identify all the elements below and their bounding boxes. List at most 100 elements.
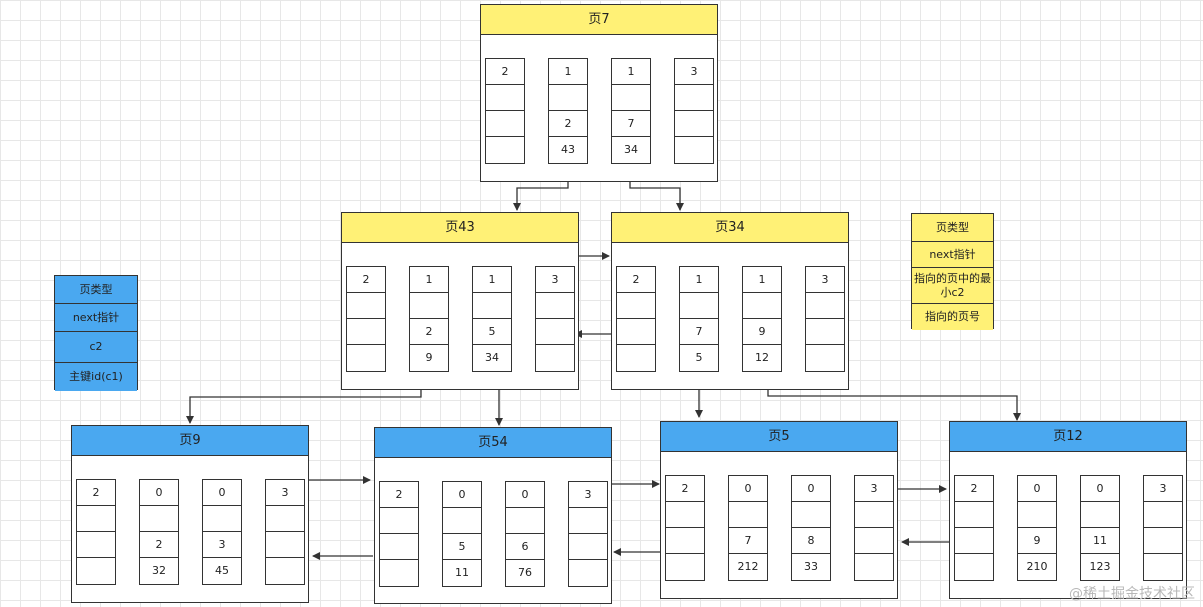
- record-key: 7: [680, 319, 718, 345]
- record: 3: [568, 481, 608, 587]
- record-next: [266, 506, 304, 532]
- record-value: 33: [804, 560, 818, 573]
- watermark: @稀土掘金技术社区: [1069, 586, 1195, 602]
- record-value: [77, 558, 115, 584]
- record-key: 2: [410, 319, 448, 345]
- record-next: [77, 506, 115, 532]
- record: 0 7 212: [728, 475, 768, 581]
- record-next: [743, 293, 781, 319]
- record-value: 34: [485, 351, 499, 364]
- record-type: 1: [549, 59, 587, 85]
- record-value: 212: [737, 560, 759, 573]
- record-key: [617, 319, 655, 345]
- record-value: 32: [152, 564, 166, 577]
- record-value: 43: [561, 143, 575, 156]
- record-value: [347, 345, 385, 371]
- record-value: [536, 345, 574, 371]
- record-key: 7: [729, 528, 767, 554]
- record-value: 45: [215, 564, 229, 577]
- record: 2: [665, 475, 705, 581]
- legend-item: next指针: [912, 242, 993, 268]
- record: 3: [674, 58, 714, 164]
- legend-item: 指向的页号: [912, 304, 993, 330]
- record-next: [1081, 502, 1119, 528]
- record: 2: [954, 475, 994, 581]
- record-key: [1144, 528, 1182, 554]
- page-title: 页7: [481, 5, 717, 35]
- record-type: 0: [443, 482, 481, 508]
- legend-item: next指针: [55, 304, 137, 332]
- record-type: 2: [380, 482, 418, 508]
- record-type: 2: [617, 267, 655, 293]
- record-type: 0: [1081, 476, 1119, 502]
- record-key: [806, 319, 844, 345]
- record-key: 2: [140, 532, 178, 558]
- record-type: 0: [140, 480, 178, 506]
- record-type: 1: [743, 267, 781, 293]
- record-next: [675, 85, 713, 111]
- record-key: [266, 532, 304, 558]
- record-next: [806, 293, 844, 319]
- record-value: 210: [1026, 560, 1048, 573]
- record: 0 5 11: [442, 481, 482, 587]
- record-type: 2: [486, 59, 524, 85]
- record-value: [617, 345, 655, 371]
- record: 3: [805, 266, 845, 372]
- record-next: [855, 502, 893, 528]
- record-next: [410, 293, 448, 319]
- record-next: [347, 293, 385, 319]
- record-key: 11: [1081, 528, 1119, 554]
- legend-item: 页类型: [912, 214, 993, 242]
- record-value: 12: [755, 351, 769, 364]
- record-next: [1144, 502, 1182, 528]
- record-key: 3: [203, 532, 241, 558]
- record-value: 11: [455, 566, 469, 579]
- record-type: 3: [1144, 476, 1182, 502]
- record-value: 5: [695, 351, 703, 364]
- record-value: [806, 345, 844, 371]
- record-type: 0: [729, 476, 767, 502]
- record-type: 2: [666, 476, 704, 502]
- legend-nonleaf: 页类型 next指针 指向的页中的最小c2 指向的页号: [911, 213, 994, 330]
- page-title: 页43: [342, 213, 578, 243]
- record: 3: [854, 475, 894, 581]
- record-value: [266, 558, 304, 584]
- record-key: 9: [1018, 528, 1056, 554]
- record-key: 5: [443, 534, 481, 560]
- record-next: [792, 502, 830, 528]
- record: 0 2 32: [139, 479, 179, 585]
- record: 0 9 210: [1017, 475, 1057, 581]
- legend-item: 指向的页中的最小c2: [912, 268, 993, 304]
- record-next: [506, 508, 544, 534]
- record-type: 0: [1018, 476, 1056, 502]
- record-next: [473, 293, 511, 319]
- record-next: [140, 506, 178, 532]
- record-key: [666, 528, 704, 554]
- record-next: [680, 293, 718, 319]
- record-value: 76: [518, 566, 532, 579]
- record-next: [443, 508, 481, 534]
- page-title: 页12: [950, 422, 1186, 452]
- record-type: 0: [792, 476, 830, 502]
- record-type: 2: [77, 480, 115, 506]
- record-value: [955, 554, 993, 580]
- record: 2: [485, 58, 525, 164]
- record-next: [729, 502, 767, 528]
- record-type: 3: [675, 59, 713, 85]
- record-key: [569, 534, 607, 560]
- record-key: [347, 319, 385, 345]
- record-type: 1: [612, 59, 650, 85]
- record-next: [666, 502, 704, 528]
- record-value: [569, 560, 607, 586]
- record-key: [675, 111, 713, 137]
- record-next: [617, 293, 655, 319]
- record-next: [549, 85, 587, 111]
- record-value: [675, 137, 713, 163]
